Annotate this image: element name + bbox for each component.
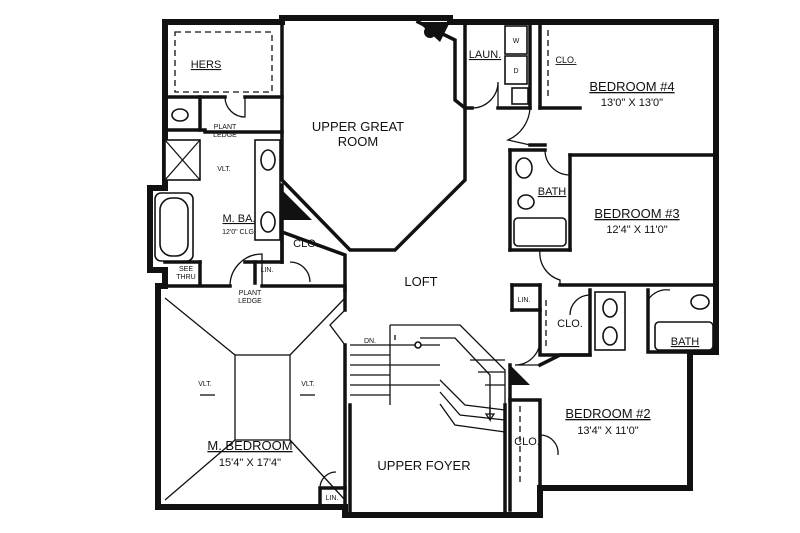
- laun-w-label: W: [513, 38, 520, 45]
- center-bath-tub: [513, 217, 567, 247]
- stair-treads: [350, 344, 506, 433]
- bedroom2-top-wall: [537, 353, 592, 368]
- bedroom2-corner-fill: [510, 365, 530, 385]
- dryer: [504, 55, 528, 85]
- master-bedroom-name: M. BEDROOM: [207, 438, 292, 453]
- upper-great-room-label-2: ROOM: [338, 134, 378, 149]
- bedroom3-name: BEDROOM #3: [594, 206, 679, 221]
- door-right-bath: [647, 289, 671, 301]
- vault-diag-tl: [164, 297, 236, 356]
- lin-mba-label: LIN.: [261, 267, 274, 274]
- closet-labels: CLO. CLO. CLO. CLO.: [293, 55, 583, 448]
- vlt-left-label: VLT.: [198, 381, 212, 388]
- stair-newel: [414, 341, 422, 349]
- lin-hall-label: LIN.: [518, 297, 531, 304]
- see-thru-1: SEE: [179, 266, 193, 273]
- hers-label: HERS: [191, 59, 222, 71]
- plant-ledge-bottom-2: LEDGE: [238, 298, 262, 305]
- master-sink-1: [260, 149, 276, 171]
- laun-d-label: D: [513, 68, 518, 75]
- stair-rail-top: [390, 324, 506, 405]
- right-bath-sink-2: [602, 326, 618, 346]
- master-bath-name: M. BA.: [222, 213, 255, 225]
- hers-dashed-outline: [174, 31, 273, 93]
- door-hers: [224, 96, 246, 118]
- washer: [504, 25, 528, 55]
- fixtures: [154, 25, 714, 482]
- lin-mbed-label: LIN.: [326, 495, 339, 502]
- right-bath-sink-1: [602, 298, 618, 318]
- exterior-wall-top: [162, 15, 719, 25]
- small-labels: PLANT LEDGE PLANT LEDGE SEE THRU LIN. LI…: [176, 38, 530, 502]
- room-labels: UPPER GREAT ROOM BEDROOM #4 13'0" X 13'0…: [191, 49, 700, 473]
- vault-center: [234, 354, 291, 441]
- door-master-bedroom: [229, 253, 263, 287]
- bedroom4-dims: 13'0" X 13'0": [601, 97, 663, 109]
- bedroom2-dims: 13'4" X 11'0": [577, 425, 638, 437]
- upper-foyer-label: UPPER FOYER: [377, 458, 470, 473]
- column: [424, 26, 436, 38]
- plant-ledge-top-1: PLANT: [214, 124, 237, 131]
- vault-diag-tr: [289, 297, 346, 356]
- right-bath-wall: [646, 288, 718, 354]
- doors: [224, 81, 671, 489]
- right-bath-label: BATH: [671, 336, 700, 348]
- door-bedroom2: [514, 339, 541, 366]
- master-tub-inner: [159, 197, 189, 257]
- door-laundry: [471, 81, 499, 109]
- vault-diag-br: [289, 439, 346, 501]
- stair-dn-label: DN.: [364, 338, 376, 345]
- staircase: [350, 324, 506, 433]
- clo-b2-label: CLO.: [514, 436, 540, 448]
- master-bath-corner-fill: [282, 190, 312, 220]
- clo-center-label: CLO.: [293, 238, 319, 250]
- door-center-bath: [544, 149, 571, 176]
- vlt-right-label: VLT.: [301, 381, 315, 388]
- master-bedroom-dims: 15'4" X 17'4": [219, 457, 281, 469]
- loft-label: LOFT: [404, 274, 437, 289]
- right-bath-toilet: [690, 294, 710, 310]
- center-bath-sink: [515, 157, 533, 179]
- plant-ledge-bottom-1: PLANT: [239, 290, 262, 297]
- door-master-right: [329, 309, 346, 346]
- door-center-closet: [289, 261, 311, 283]
- center-bath-label: BATH: [538, 186, 567, 198]
- door-bedroom3: [539, 249, 561, 285]
- exterior-wall-bottom-right: [347, 485, 693, 518]
- door-bedroom4: [505, 107, 531, 146]
- vault-lines: [164, 31, 346, 501]
- clo-b2-wall: [508, 398, 542, 490]
- door-lin-bottom: [319, 471, 337, 489]
- plant-ledge-top-2: LEDGE: [213, 132, 237, 139]
- exterior-wall-right-step: [687, 282, 719, 491]
- laundry-label: LAUN.: [469, 49, 501, 61]
- laundry-walls: [463, 20, 474, 110]
- clo-b3-label: CLO.: [557, 318, 583, 330]
- stair-arrow: [484, 405, 496, 423]
- wall-fills: [282, 22, 530, 385]
- master-toilet: [171, 108, 189, 122]
- master-sink-2: [260, 211, 276, 233]
- laundry-sink: [511, 87, 529, 105]
- clo-b4-label: CLO.: [555, 55, 576, 65]
- interior-walls: [163, 19, 718, 517]
- door-clo-b3: [569, 294, 591, 316]
- vlt-mba-label: VLT.: [217, 166, 231, 173]
- bedroom4-name: BEDROOM #4: [589, 79, 674, 94]
- center-bath-toilet: [517, 194, 535, 210]
- see-thru-2: THRU: [176, 274, 195, 281]
- center-closet-wall: [280, 229, 347, 292]
- bedroom3-dims: 12'4" X 11'0": [606, 224, 667, 236]
- door-clo-b2: [539, 434, 559, 456]
- great-room-octagon: [280, 19, 467, 252]
- right-bath-tub: [654, 321, 714, 351]
- bedroom2-name: BEDROOM #2: [565, 406, 650, 421]
- master-bath-ceiling: 12'0" CLG.: [222, 229, 256, 236]
- stair-inner-rail: [420, 337, 491, 420]
- vault-diag-bl: [164, 439, 236, 501]
- upper-great-room-label-1: UPPER GREAT: [312, 119, 404, 134]
